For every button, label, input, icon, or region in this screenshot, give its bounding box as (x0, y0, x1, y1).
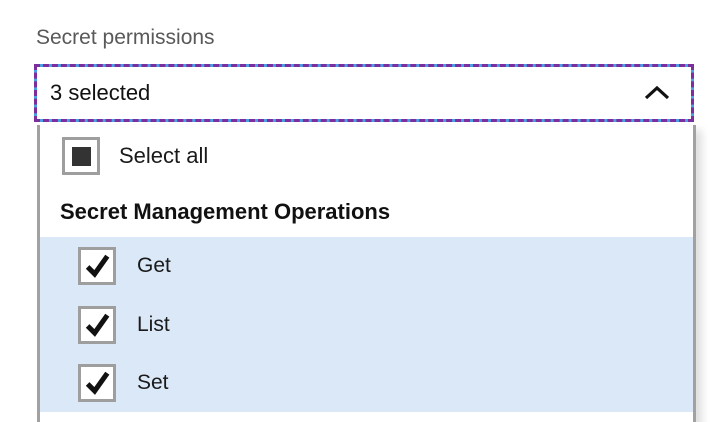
option-list-item[interactable]: List (40, 295, 693, 354)
option-get[interactable]: Get (40, 237, 693, 295)
select-all-option[interactable]: Select all (40, 125, 693, 187)
checkbox-indeterminate-icon[interactable] (62, 137, 100, 175)
option-set[interactable]: Set (40, 354, 693, 412)
option-label: Set (137, 371, 169, 394)
option-list: Get List Set (40, 237, 693, 412)
checkbox-checked-icon[interactable] (78, 305, 116, 344)
checkbox-checked-icon[interactable] (78, 247, 116, 285)
dropdown-panel: Select all Secret Management Operations … (37, 125, 696, 422)
select-all-label: Select all (119, 143, 209, 168)
option-label: List (137, 312, 170, 336)
checkbox-checked-icon[interactable] (78, 364, 116, 402)
secret-permissions-combobox[interactable]: 3 selected (34, 64, 694, 122)
group-header: Secret Management Operations (60, 199, 391, 224)
combobox-selected-value: 3 selected (50, 80, 151, 105)
chevron-up-icon (644, 86, 670, 100)
option-label: Get (137, 254, 171, 277)
field-label: Secret permissions (36, 26, 215, 49)
